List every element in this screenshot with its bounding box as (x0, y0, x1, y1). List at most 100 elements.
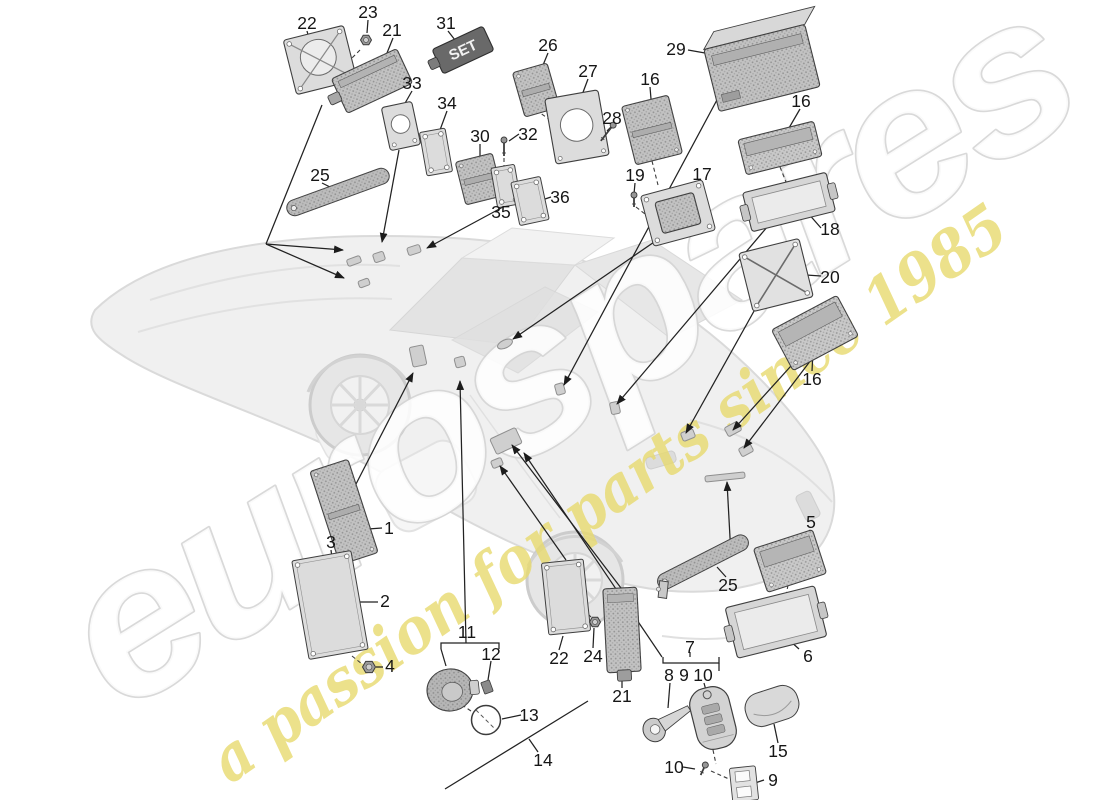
rect-shape (286, 168, 390, 216)
leader-arrow (732, 355, 801, 431)
circle-shape (438, 131, 444, 137)
part-number-label-23-1[interactable]: 23 (358, 2, 377, 22)
leader-arrow (265, 243, 344, 254)
part-number-label-21-32[interactable]: 21 (612, 686, 631, 706)
part-number-label-4-25[interactable]: 4 (385, 656, 395, 676)
part-number-label-16-6[interactable]: 16 (640, 69, 659, 89)
circle-shape (500, 136, 508, 144)
part-number-label-32-12[interactable]: 32 (518, 124, 537, 144)
part-number-label-9-42[interactable]: 9 (768, 770, 778, 790)
part-number-label-2-24[interactable]: 2 (380, 591, 390, 611)
rect-shape (521, 82, 551, 98)
circle-shape (297, 85, 304, 92)
circle-shape (299, 38, 337, 76)
part-number-label-3-23[interactable]: 3 (326, 532, 336, 552)
rect-shape (327, 503, 361, 521)
car-marker-3 (406, 244, 422, 256)
part-number-label-27-5[interactable]: 27 (578, 61, 597, 81)
leader-arrow (499, 465, 567, 561)
rect-shape (327, 91, 343, 106)
circle-shape (540, 212, 547, 219)
circle-shape (369, 547, 374, 552)
car-marker-8 (609, 401, 621, 415)
circle-shape (359, 642, 366, 648)
path-shape (469, 394, 561, 519)
leader-line (592, 627, 595, 649)
part-number-label-1-22[interactable]: 1 (384, 518, 394, 538)
part-number-label-29-7[interactable]: 29 (666, 39, 685, 59)
circle-shape (625, 108, 630, 113)
part-number-label-25-38[interactable]: 25 (718, 575, 737, 595)
rect-shape (734, 593, 818, 651)
part-number-label-21-2[interactable]: 21 (382, 20, 401, 40)
part-number-label-13-28[interactable]: 13 (519, 705, 538, 725)
part-number-label-11-26[interactable]: 11 (458, 622, 476, 642)
part-glyph-screw-ref32-9 (500, 136, 508, 156)
part-glyph-strip-ref25-11 (286, 167, 390, 217)
part-glyph-blade-ref8-32 (642, 705, 692, 743)
part-number-label-12-27[interactable]: 12 (481, 644, 500, 664)
rect-shape (291, 550, 369, 660)
part-number-label-22-0[interactable]: 22 (297, 13, 316, 33)
part-number-label-16-8[interactable]: 16 (791, 91, 810, 111)
part-number-label-31-3[interactable]: 31 (436, 13, 455, 33)
part-number-label-6-39[interactable]: 6 (803, 646, 813, 666)
path-shape (526, 534, 624, 567)
leader-arrow (743, 359, 812, 449)
part-number-label-35-15[interactable]: 35 (491, 202, 510, 222)
leader-line (649, 86, 652, 100)
part-number-label-22-30[interactable]: 22 (549, 648, 568, 668)
car-marker-1 (357, 277, 371, 289)
part-number-label-18-19[interactable]: 18 (820, 219, 839, 239)
part-number-label-17-18[interactable]: 17 (692, 164, 711, 184)
leader-arrow (426, 206, 504, 249)
rect-shape (701, 702, 721, 715)
part-number-label-30-11[interactable]: 30 (470, 126, 490, 146)
rect-shape (720, 89, 742, 103)
part-number-label-19-17[interactable]: 19 (625, 165, 644, 185)
rect-shape (296, 554, 364, 656)
circle-shape (654, 237, 661, 243)
part-glyph-toolstrip-ref25-38 (656, 534, 749, 600)
rect-shape (374, 439, 478, 533)
car-marker-5 (453, 355, 467, 369)
part-number-label-8-34[interactable]: 8 (664, 665, 674, 685)
rect-shape (545, 563, 587, 631)
part-number-label-20-20[interactable]: 20 (820, 267, 840, 287)
rect-shape (616, 669, 633, 682)
part-number-label-36-16[interactable]: 36 (550, 187, 569, 207)
part-number-label-7-33[interactable]: 7 (685, 637, 695, 657)
rect-shape (515, 180, 545, 222)
circle-shape (742, 254, 748, 260)
part-number-label-5-37[interactable]: 5 (806, 512, 816, 532)
part-number-label-33-9[interactable]: 33 (402, 73, 421, 93)
rect-shape (510, 176, 550, 226)
circle-shape (314, 472, 319, 477)
part-number-label-26-4[interactable]: 26 (538, 35, 557, 55)
part-number-label-15-40[interactable]: 15 (768, 741, 787, 761)
circle-shape (695, 183, 702, 189)
part-number-label-14-29[interactable]: 14 (533, 750, 553, 770)
part-glyph-flatbox-ref5-37 (753, 529, 827, 593)
rect-shape (337, 54, 398, 89)
circle-shape (559, 108, 594, 142)
part-number-label-9-35[interactable]: 9 (679, 665, 689, 685)
circle-shape (674, 147, 679, 152)
circle-shape (656, 586, 661, 592)
part-number-label-10-41[interactable]: 10 (664, 757, 684, 777)
path-shape (753, 700, 792, 717)
part-number-label-28-13[interactable]: 28 (602, 108, 621, 128)
part-glyphs: SET (283, 5, 858, 800)
part-glyph-xframe-ref20-20 (738, 238, 814, 312)
part-number-label-34-10[interactable]: 34 (437, 93, 457, 113)
ellipse-shape (441, 681, 463, 702)
circle-shape (422, 133, 428, 140)
part-glyph-boxtall-ref21-31 (602, 586, 642, 682)
part-number-label-25-14[interactable]: 25 (310, 165, 329, 185)
part-number-label-24-31[interactable]: 24 (583, 646, 603, 666)
leader-line (508, 133, 520, 142)
part-number-label-16-21[interactable]: 16 (802, 369, 821, 389)
line-shape (699, 771, 704, 774)
part-number-label-10-36[interactable]: 10 (693, 665, 713, 685)
